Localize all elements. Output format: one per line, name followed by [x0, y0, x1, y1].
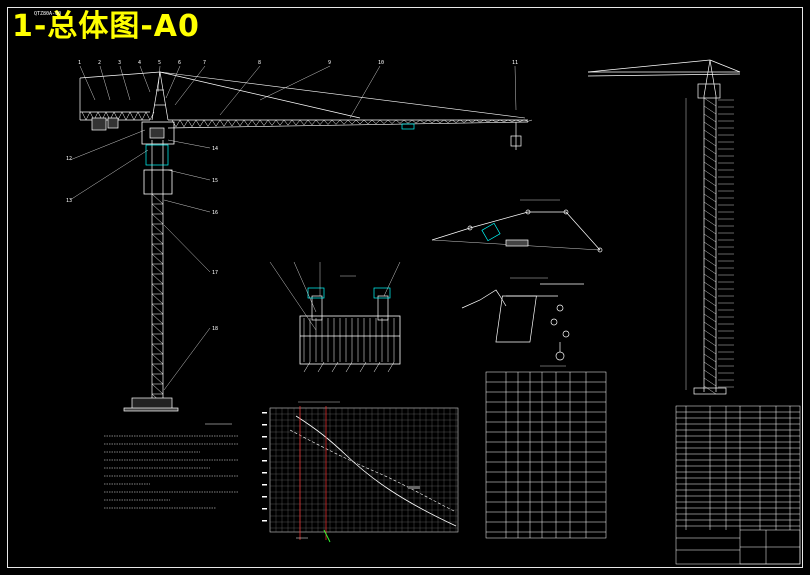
svg-text:11: 11 — [512, 60, 518, 66]
y-tick-mark — [262, 412, 267, 414]
slewing-detail — [269, 261, 401, 373]
svg-text:14: 14 — [212, 146, 218, 152]
y-tick-mark — [262, 496, 267, 498]
drawing-title: 1-总体图-A0 — [12, 9, 200, 44]
parameter-table — [485, 365, 607, 539]
y-tick-mark — [262, 424, 267, 426]
drawing-frame — [7, 7, 803, 568]
svg-text:8: 8 — [258, 60, 261, 66]
crane-side-view — [587, 59, 741, 395]
y-tick-mark — [262, 472, 267, 474]
drawing-number: QTZ80A-00 — [34, 11, 62, 17]
svg-text:18: 18 — [212, 326, 218, 332]
svg-text:16: 16 — [212, 210, 218, 216]
y-tick-mark — [262, 436, 267, 438]
y-tick-mark — [262, 508, 267, 510]
rope-reeving-diagram — [431, 199, 603, 253]
y-tick-mark — [262, 520, 267, 522]
svg-text:15: 15 — [212, 178, 218, 184]
technical-notes — [104, 423, 238, 509]
y-tick-mark — [262, 484, 267, 486]
svg-text:2: 2 — [98, 60, 101, 66]
svg-text:17: 17 — [212, 270, 218, 276]
svg-text:13: 13 — [66, 198, 72, 204]
load-curve-grid — [262, 401, 459, 543]
trolley-detail — [461, 277, 584, 361]
svg-text:4: 4 — [138, 60, 141, 66]
y-tick-mark — [262, 448, 267, 450]
svg-text:10: 10 — [378, 60, 384, 66]
svg-text:9: 9 — [328, 60, 331, 66]
svg-text:12: 12 — [66, 156, 72, 162]
svg-text:5: 5 — [158, 60, 161, 66]
svg-text:1: 1 — [78, 60, 81, 66]
y-tick-mark — [262, 460, 267, 462]
svg-text:6: 6 — [178, 60, 181, 66]
svg-text:3: 3 — [118, 60, 121, 66]
svg-text:7: 7 — [203, 60, 206, 66]
title-block — [675, 405, 801, 565]
